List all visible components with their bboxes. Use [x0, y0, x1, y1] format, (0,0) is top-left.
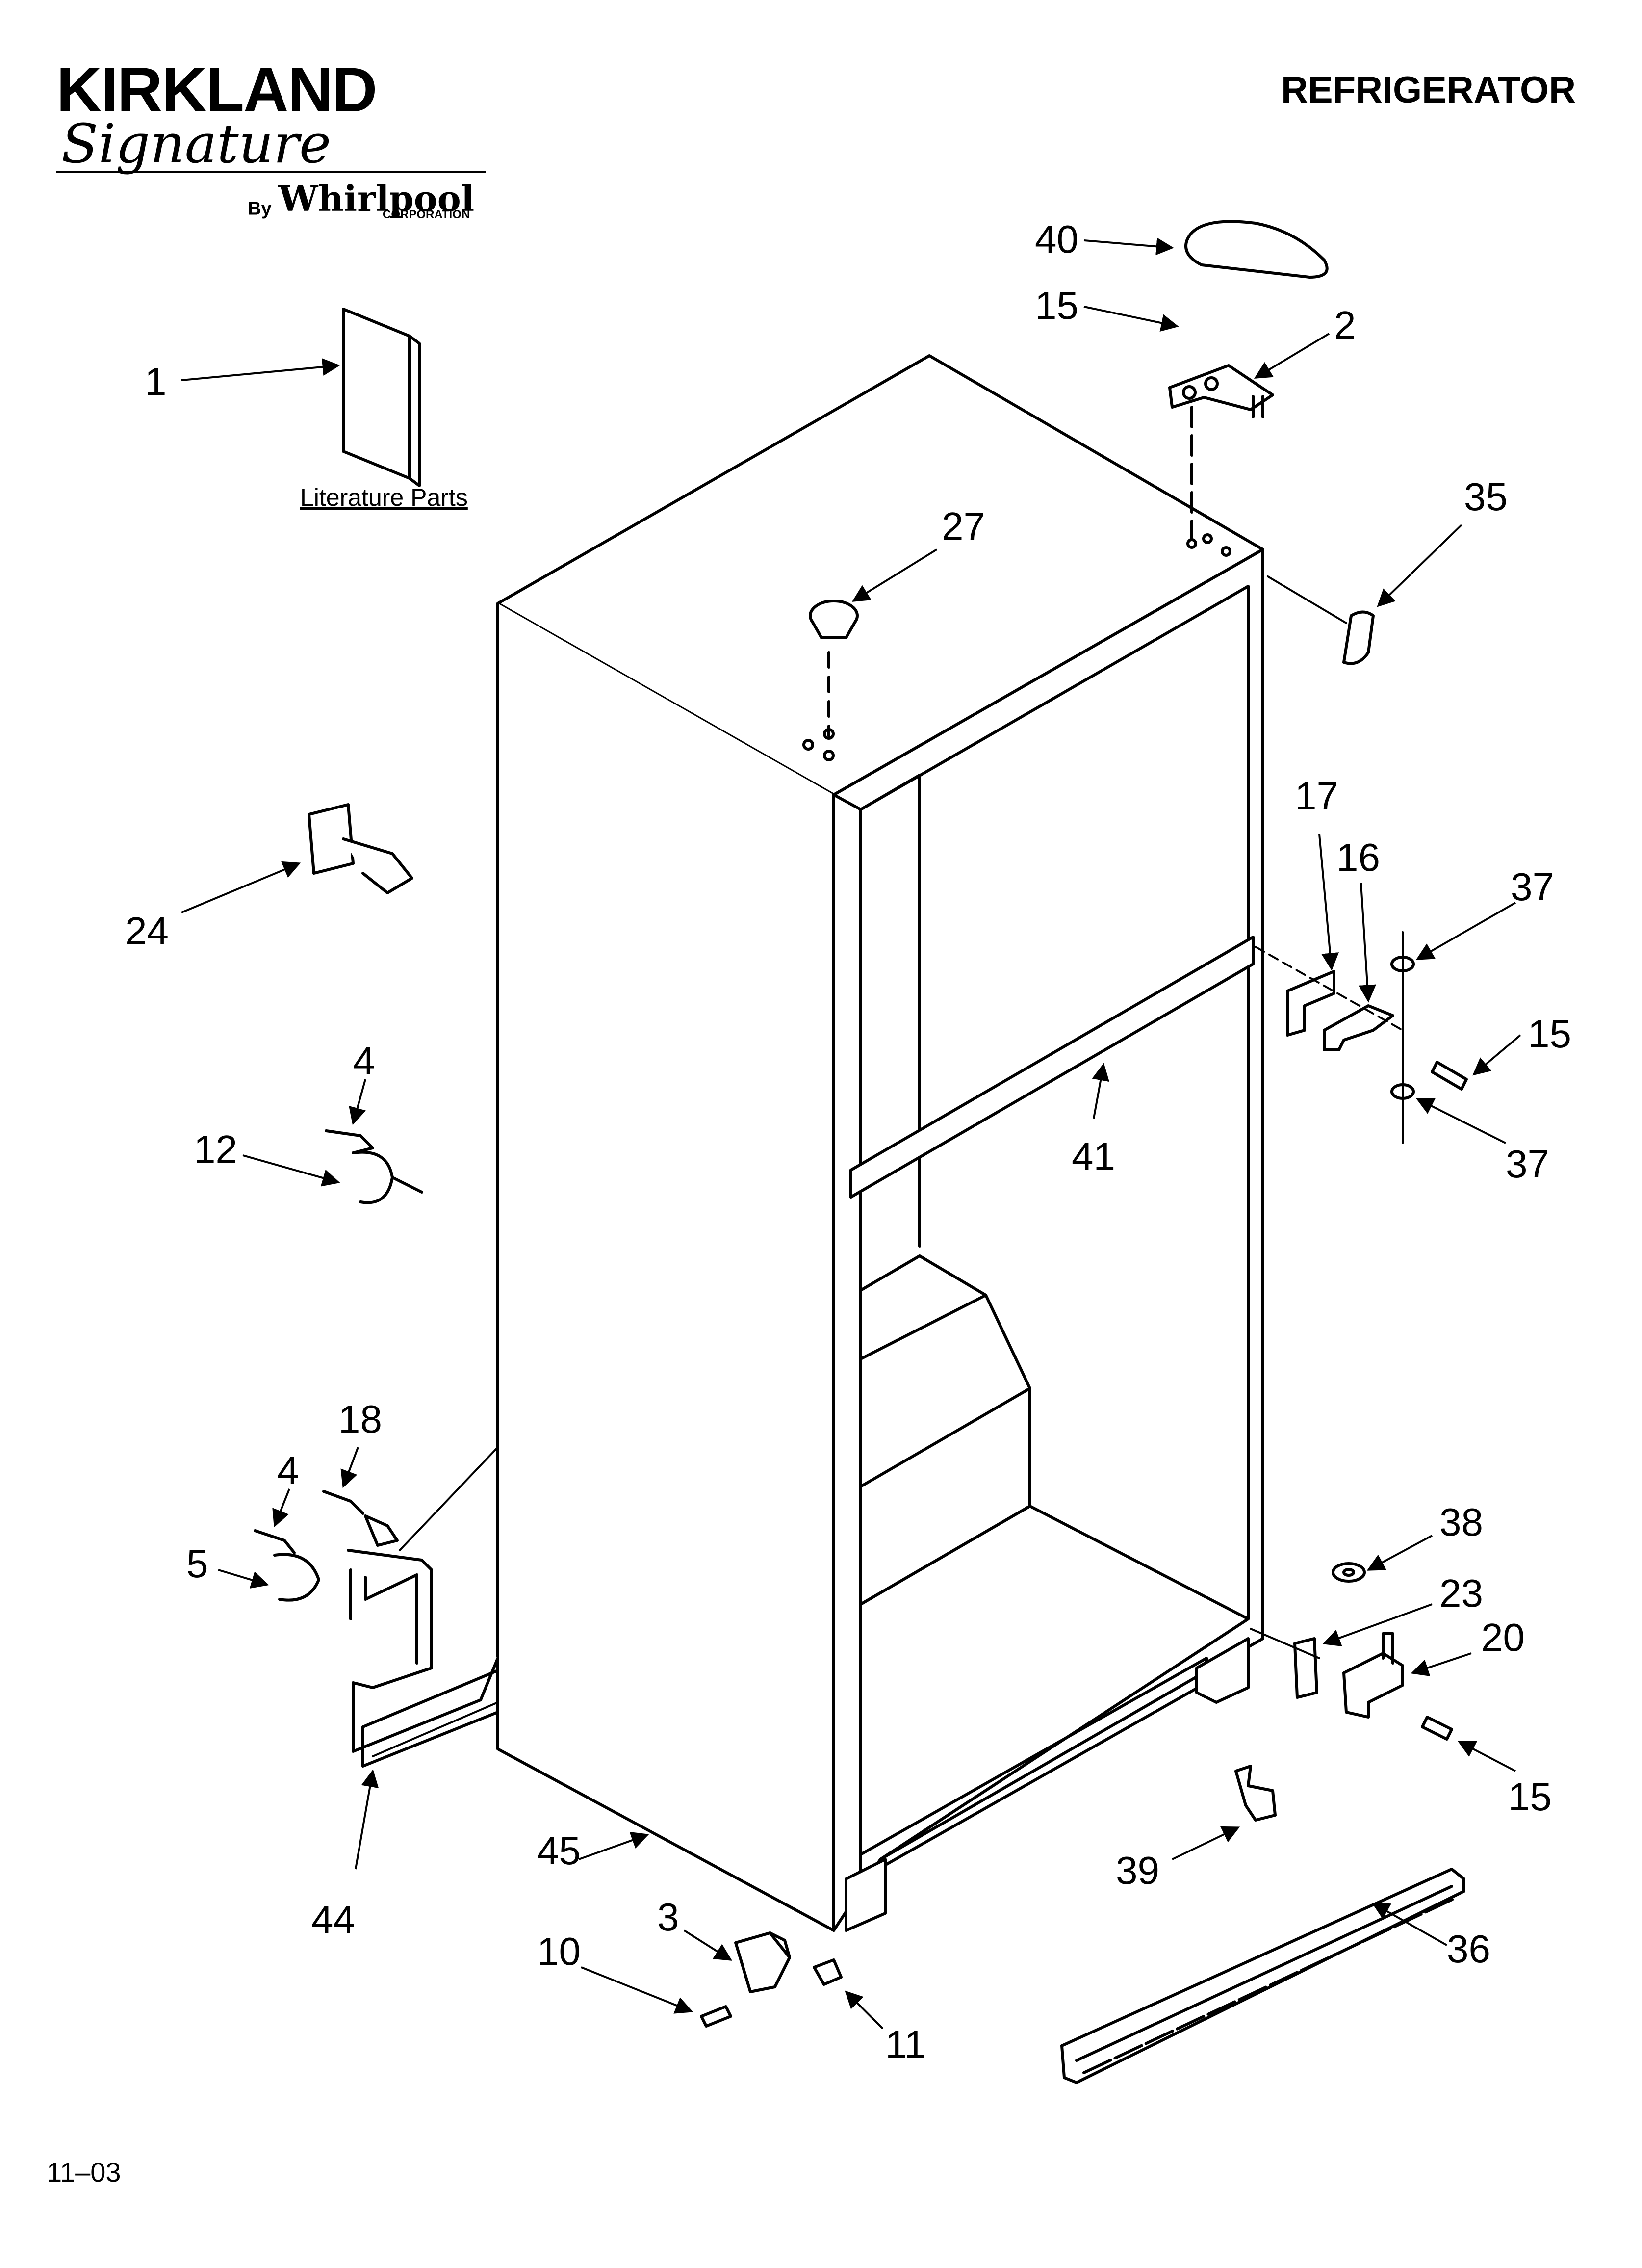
leader-44 — [355, 1769, 379, 1870]
leader-38 — [1366, 1535, 1433, 1571]
footer-code: 11–03 — [47, 2157, 121, 2188]
page-title: REFRIGERATOR — [1281, 69, 1576, 111]
leader-20 — [1411, 1652, 1472, 1676]
callout-20: 20 — [1481, 1616, 1525, 1659]
callout-35: 35 — [1464, 475, 1508, 519]
center-hinge — [1255, 931, 1468, 1144]
callout-37-top: 37 — [1511, 865, 1554, 909]
top-plug — [809, 600, 859, 737]
leader-3 — [683, 1929, 733, 1961]
leader-45 — [578, 1831, 649, 1860]
callout-15-low: 15 — [1508, 1775, 1552, 1819]
leader-12 — [242, 1154, 340, 1187]
leader-24 — [181, 861, 301, 913]
callout-2: 2 — [1334, 303, 1356, 347]
callout-23: 23 — [1439, 1571, 1483, 1615]
callout-4-low: 4 — [277, 1449, 299, 1492]
callout-4-top: 4 — [353, 1039, 375, 1083]
leader-40 — [1083, 237, 1174, 256]
brand-divider — [56, 171, 486, 173]
leader-1 — [181, 358, 340, 381]
leveling-parts — [700, 1931, 843, 2028]
grille-clip — [1234, 1765, 1277, 1822]
callout-1: 1 — [145, 360, 167, 403]
leader-15-low — [1457, 1741, 1516, 1772]
leader-18 — [340, 1447, 359, 1488]
leader-37-low — [1415, 1098, 1506, 1144]
callout-39: 39 — [1116, 1849, 1159, 1892]
leader-41 — [1092, 1063, 1109, 1119]
callout-41: 41 — [1072, 1135, 1115, 1178]
hinge-cover — [1184, 220, 1329, 279]
callout-45: 45 — [537, 1829, 581, 1873]
brand-logo: KIRKLAND Signature — [56, 55, 377, 175]
maker-suffix: CORPORATION — [383, 208, 470, 221]
callout-18: 18 — [338, 1397, 382, 1441]
leader-17 — [1318, 834, 1339, 971]
literature-booklet — [342, 308, 421, 487]
leader-10 — [581, 1966, 693, 2014]
callout-12: 12 — [194, 1127, 237, 1171]
leader-16 — [1359, 883, 1376, 1003]
callout-27: 27 — [942, 504, 985, 548]
by-label: By — [248, 198, 272, 219]
callout-37-low: 37 — [1506, 1142, 1549, 1186]
callout-15-mid: 15 — [1528, 1012, 1571, 1056]
leader-15-mid — [1472, 1034, 1521, 1076]
top-hinge — [1168, 364, 1274, 541]
callout-17: 17 — [1295, 774, 1338, 818]
handle-assembly — [254, 1446, 499, 1768]
callout-3: 3 — [657, 1895, 679, 1939]
leader-37-top — [1415, 902, 1516, 960]
callout-11: 11 — [885, 2023, 926, 2066]
leader-35 — [1377, 524, 1462, 607]
bottom-hinge — [1250, 1562, 1453, 1741]
callout-10: 10 — [537, 1929, 581, 1973]
hinge-sleeve — [1342, 610, 1375, 665]
leader-4-top — [349, 1079, 366, 1125]
callout-44: 44 — [311, 1898, 355, 1941]
leader-36 — [1371, 1903, 1447, 1946]
door-stop — [308, 803, 413, 894]
leader-2 — [1254, 333, 1330, 379]
leader-23 — [1322, 1603, 1433, 1646]
leader-5 — [218, 1569, 269, 1589]
leader-39 — [1172, 1826, 1240, 1860]
literature-parts-label: Literature Parts — [300, 484, 468, 511]
brand-name: KIRKLAND — [56, 55, 377, 125]
callout-16: 16 — [1336, 835, 1380, 879]
leader-4-low — [272, 1488, 290, 1528]
callout-38: 38 — [1439, 1500, 1483, 1544]
wire-clip — [325, 1129, 423, 1204]
maker-name: Whirlpool — [278, 178, 475, 219]
brand-script: Signature — [61, 112, 332, 175]
leader-15-top — [1083, 306, 1179, 332]
callout-24: 24 — [125, 909, 169, 953]
divider-bar — [849, 936, 1255, 1199]
callout-5: 5 — [186, 1542, 208, 1586]
callout-15-top: 15 — [1035, 284, 1078, 327]
leader-27 — [851, 548, 938, 602]
cabinet-body — [496, 354, 1264, 1932]
toe-grille — [1060, 1868, 1465, 2084]
leader-11 — [845, 1990, 884, 2030]
callout-36: 36 — [1447, 1927, 1490, 1971]
maker-line: By Whirlpool CORPORATION — [248, 178, 475, 221]
callout-40: 40 — [1035, 217, 1078, 261]
